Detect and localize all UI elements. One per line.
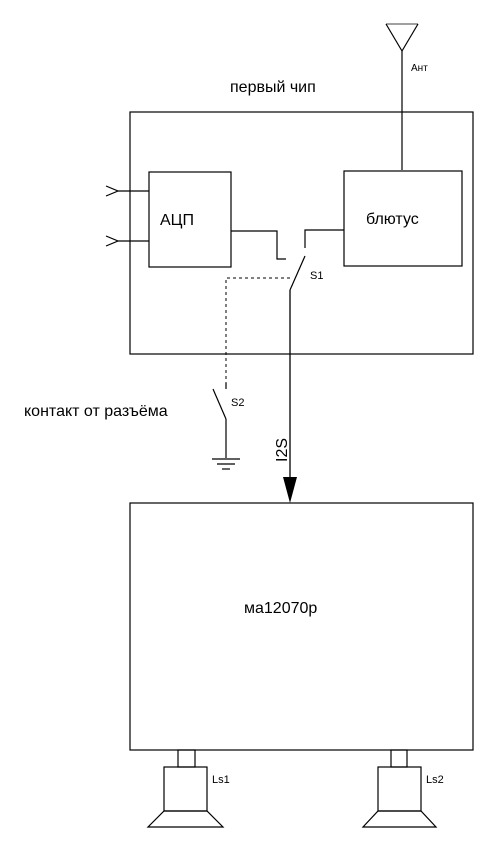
adc-label: АЦП	[160, 212, 194, 229]
adc-input-1	[105, 185, 149, 197]
bluetooth-block	[343, 170, 463, 267]
switch-s1	[231, 229, 344, 291]
switch-s2-label: S2	[231, 397, 244, 409]
amplifier-block	[129, 502, 474, 751]
adc-block	[148, 171, 232, 268]
speaker-ls2-label: Ls2	[426, 774, 444, 786]
contact-label: контакт от разъёма	[24, 403, 168, 420]
speaker-ls2-icon	[361, 749, 438, 828]
amplifier-label: ма12070р	[244, 600, 317, 617]
switch-s2	[212, 383, 227, 458]
i2s-bus-line	[283, 290, 297, 503]
switch-s1-label: S1	[310, 270, 323, 282]
switch-link-dashed	[225, 277, 290, 383]
bluetooth-label: блютус	[366, 211, 419, 228]
i2s-label: I2S	[274, 438, 291, 462]
adc-input-2	[105, 235, 149, 247]
first-chip-box	[129, 111, 474, 355]
speaker-ls1-icon	[146, 749, 225, 828]
antenna-icon	[385, 23, 419, 170]
antenna-label: Ант	[411, 63, 428, 74]
ground-icon	[212, 458, 240, 470]
speaker-ls1-label: Ls1	[212, 774, 230, 786]
i2s-arrowhead	[283, 477, 297, 503]
chip-title: первый чип	[230, 79, 316, 96]
